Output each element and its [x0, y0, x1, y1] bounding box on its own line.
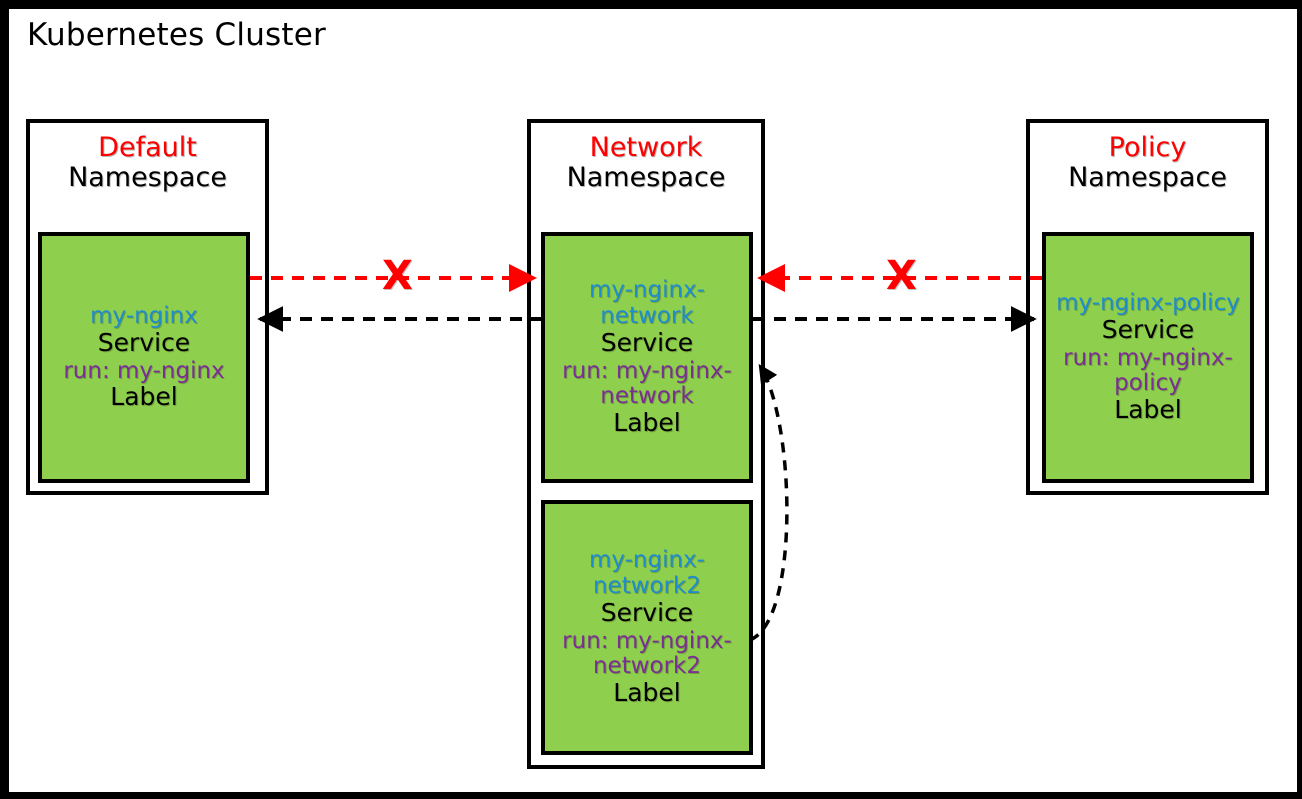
cluster-title: Kubernetes Cluster [27, 17, 326, 53]
namespace-default-kind: Namespace [68, 162, 227, 194]
service-label-kind-my-nginx-policy: Label [1114, 395, 1182, 425]
namespace-policy-heading: Policy Namespace [1030, 132, 1265, 194]
service-kind-my-nginx-policy: Service [1101, 315, 1195, 345]
namespace-policy-name: Policy [1108, 132, 1187, 163]
service-label-my-nginx-policy: run: my-nginx-policy [1063, 344, 1233, 397]
service-box-my-nginx-policy[interactable]: my-nginx-policy Service run: my-nginx-po… [1042, 232, 1254, 483]
service-label-kind-my-nginx-network: Label [613, 408, 681, 438]
service-kind-my-nginx: Service [97, 328, 191, 358]
namespace-network-kind: Namespace [566, 162, 726, 194]
service-box-my-nginx[interactable]: my-nginx Service run: my-nginx Label [38, 232, 250, 483]
service-label-my-nginx-network2: run: my-nginx-network2 [562, 627, 732, 680]
blocked-marker-left: X [382, 253, 413, 299]
service-kind-my-nginx-network2: Service [600, 598, 694, 628]
service-name-my-nginx: my-nginx [90, 303, 198, 330]
service-kind-my-nginx-network: Service [600, 328, 694, 358]
namespace-policy-kind: Namespace [1068, 162, 1227, 194]
service-box-my-nginx-network[interactable]: my-nginx-network Service run: my-nginx-n… [541, 232, 753, 483]
service-name-my-nginx-network2: my-nginx-network2 [589, 547, 705, 600]
service-name-my-nginx-network: my-nginx-network [589, 277, 705, 330]
namespace-default-name: Default [98, 132, 197, 163]
blocked-marker-right: X [886, 253, 917, 299]
namespace-default-heading: Default Namespace [30, 132, 265, 194]
service-label-my-nginx-network: run: my-nginx-network [562, 357, 732, 410]
namespace-network-name: Network [589, 132, 703, 163]
service-label-my-nginx: run: my-nginx [63, 357, 225, 384]
service-label-kind-my-nginx-network2: Label [613, 678, 681, 708]
service-label-kind-my-nginx: Label [110, 382, 178, 412]
service-name-my-nginx-policy: my-nginx-policy [1056, 290, 1240, 317]
namespace-network-heading: Network Namespace [531, 132, 761, 194]
service-box-my-nginx-network2[interactable]: my-nginx-network2 Service run: my-nginx-… [541, 500, 753, 755]
